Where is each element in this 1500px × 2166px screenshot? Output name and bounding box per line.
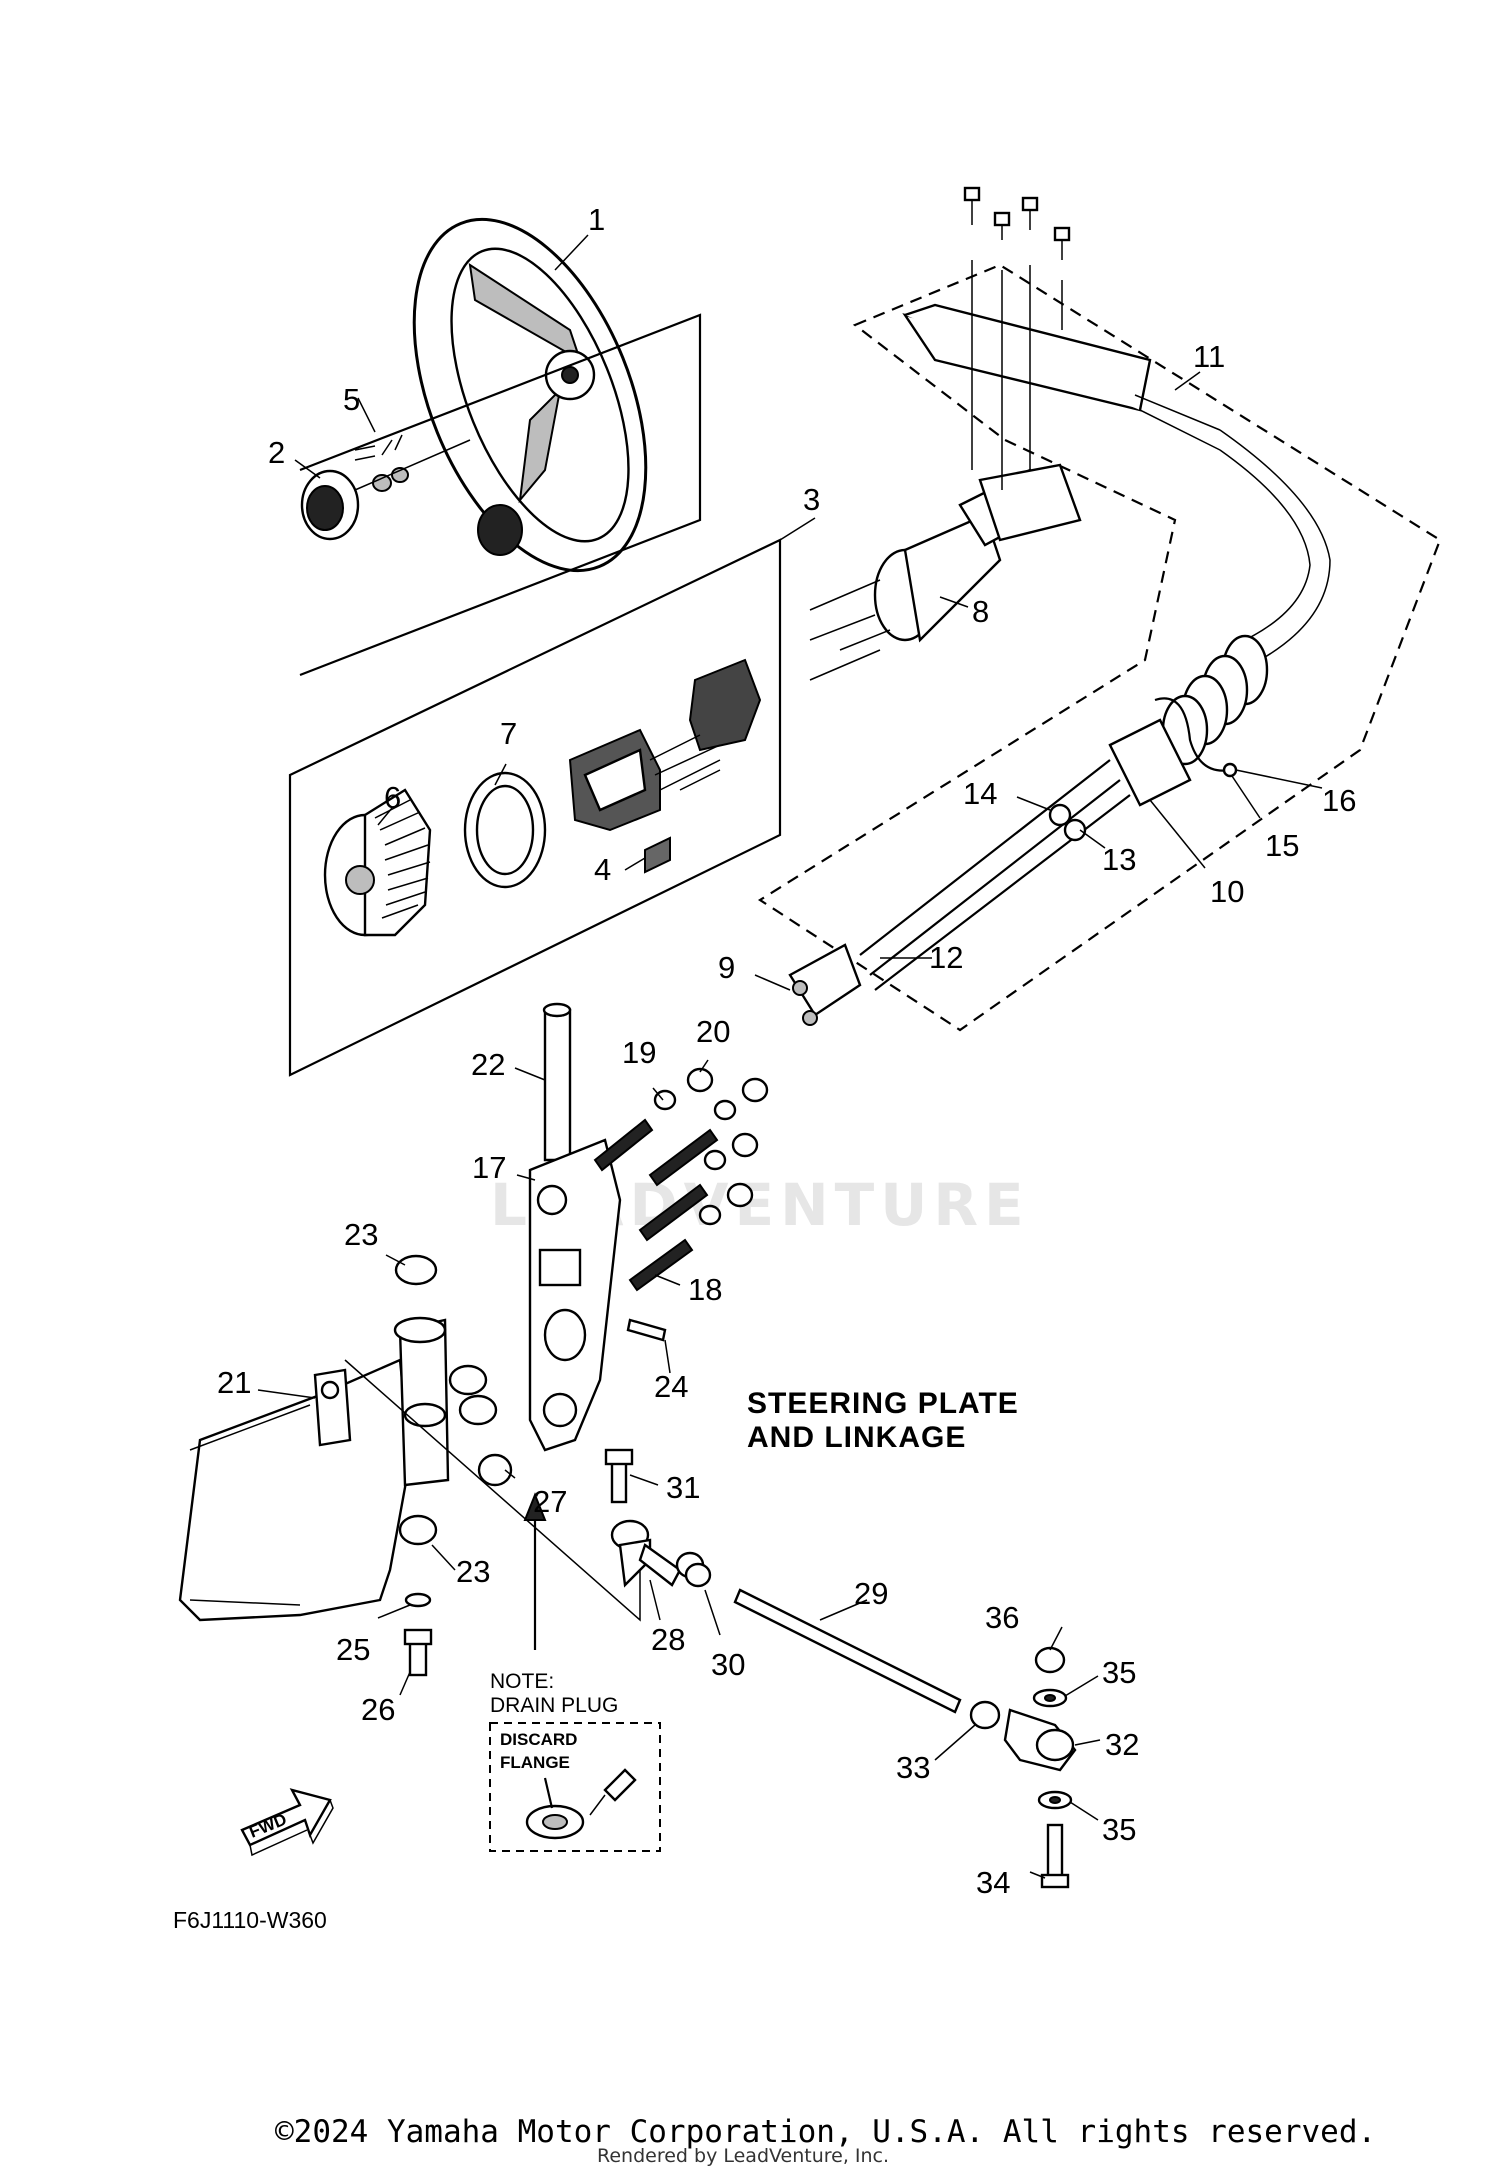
rendered-by-text: Rendered by LeadVenture, Inc. [597,2145,889,2166]
callout-12: 12 [929,940,963,975]
callout-30: 30 [711,1647,745,1682]
tie-rod-linkage [604,1448,1077,1889]
mounting-bolts [963,186,1071,490]
callout-16: 16 [1322,783,1356,818]
drain-plug-note: NOTE: DRAIN PLUG DISCARD FLANGE [489,1492,661,1852]
helm-box [288,538,782,1077]
callout-36: 36 [985,1600,1019,1635]
callout-33: 33 [896,1750,930,1785]
fwd-arrow-icon: FWD [240,1788,334,1857]
callout-19: 19 [622,1035,656,1070]
steering-cables [788,718,1192,1026]
note-box [489,1722,661,1852]
callout-26: 26 [361,1692,395,1727]
callout-9: 9 [718,950,735,985]
callout-28: 28 [651,1622,685,1657]
callout-4: 4 [594,852,611,887]
callout-21: 21 [217,1365,251,1400]
callout-32: 32 [1105,1727,1139,1762]
callout-31: 31 [666,1470,700,1505]
callout-29: 29 [854,1576,888,1611]
callout-11: 11 [1193,339,1225,374]
callout-2: 2 [268,435,285,470]
hub-nut-assembly [300,434,471,541]
callout-7: 7 [500,716,517,751]
callout-27: 27 [533,1484,567,1519]
callout-8: 8 [972,594,989,629]
callout-25: 25 [336,1632,370,1667]
callout-35-top: 35 [1102,1655,1136,1690]
callout-20: 20 [696,1014,730,1049]
diagram-title-line1: STEERING PLATE [747,1387,1019,1420]
wheel-box [299,313,702,677]
callout-13: 13 [1102,842,1136,877]
callout-23-top: 23 [344,1217,378,1252]
note-discard: DISCARD [500,1730,577,1749]
callout-1: 1 [588,202,605,237]
rudder-plate [178,1254,641,1677]
leader-lines [257,234,1323,1879]
note-label: NOTE: [490,1670,554,1693]
callout-10: 10 [1210,874,1244,909]
steering-plate-linkage [528,1002,769,1452]
copyright-text: ©2024 Yamaha Motor Corporation, U.S.A. A… [275,2114,1376,2150]
callout-23-bottom: 23 [456,1554,490,1589]
callout-14: 14 [963,776,997,811]
callout-15: 15 [1265,828,1299,863]
callout-17: 17 [472,1150,506,1185]
diagram-code: F6J1110-W360 [173,1907,327,1933]
actuator-unit [902,303,1331,778]
callout-34: 34 [976,1865,1010,1900]
note-drain-plug: DRAIN PLUG [490,1694,618,1717]
steering-wheel [412,217,648,573]
callout-22: 22 [471,1047,505,1082]
callout-6: 6 [384,780,401,815]
helm-unit [323,658,762,937]
callout-18: 18 [688,1272,722,1307]
callout-24: 24 [654,1369,688,1404]
note-flange: FLANGE [500,1753,570,1772]
callout-35-bottom: 35 [1102,1812,1136,1847]
callout-5: 5 [343,382,360,417]
cable-assembly-box [757,263,1442,1032]
callout-numbers: 1 2 3 4 5 6 7 8 9 10 11 12 13 14 15 16 1… [217,202,1356,1900]
diagram-title-line2: AND LINKAGE [747,1421,966,1454]
callout-3: 3 [803,482,820,517]
